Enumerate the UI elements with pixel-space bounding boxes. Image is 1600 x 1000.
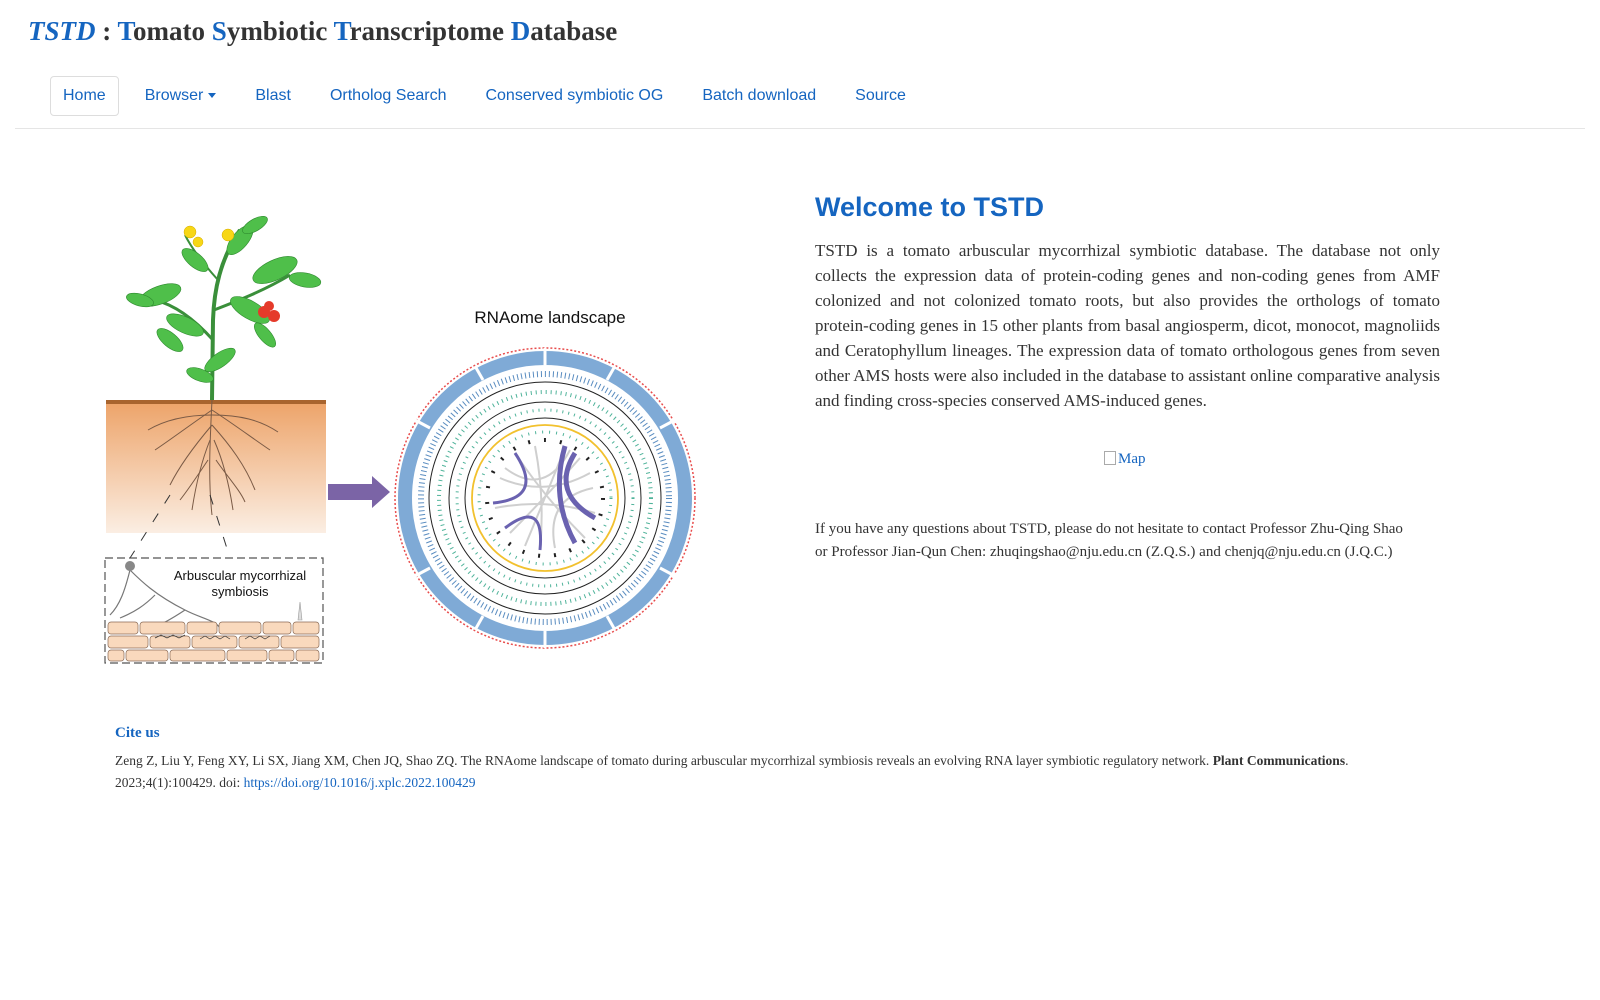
soil-block [106, 403, 326, 533]
rnaome-circos [394, 347, 696, 649]
welcome-heading: Welcome to TSTD [815, 192, 1045, 222]
nav-ortholog-search[interactable]: Ortholog Search [329, 87, 447, 104]
map-alt-text: Map [1118, 451, 1146, 467]
rnaome-figure: Arbuscular mycorrhizal symbiosis RNAome … [100, 200, 710, 680]
arbuscules [154, 634, 271, 640]
nav-browser-dropdown[interactable]: Browser [132, 76, 230, 116]
nav-conserved-symbiotic-og[interactable]: Conserved symbiotic OG [485, 87, 664, 104]
citation-details: . 2023;4(1):100429. doi: [115, 753, 1349, 790]
caret-down-icon [208, 93, 217, 99]
circos-ring-gaps [414, 348, 676, 648]
cite-heading: Cite us [115, 725, 160, 741]
root-system [147, 399, 279, 516]
nav-batch-download[interactable]: Batch download [702, 87, 817, 104]
am-label-line2: symbiosis [211, 584, 269, 599]
plant-flowers [183, 225, 235, 248]
title-word-database: atabase [530, 16, 618, 46]
purple-arrow [328, 476, 390, 508]
plant-stem [210, 228, 242, 401]
title-word-symbiotic: ymbiotic [226, 16, 334, 46]
site-brand: TSTD [28, 16, 96, 46]
root-cells [107, 621, 320, 662]
title-cap-tomato: T [117, 16, 134, 46]
broken-image-icon [1104, 451, 1116, 465]
plant-tomatoes [258, 301, 280, 322]
citation-journal: Plant Communications [1212, 753, 1346, 768]
nav-browser-label: Browser [144, 87, 204, 104]
circos-chords [492, 445, 597, 551]
nav-blast[interactable]: Blast [255, 87, 291, 104]
nav-home[interactable]: Home [50, 76, 119, 116]
navbar: Home Browser Blast Ortholog Search Conse… [15, 72, 1585, 129]
intro-paragraph: TSTD is a tomato arbuscular mycorrhizal … [815, 241, 1440, 410]
nav-source[interactable]: Source [855, 87, 906, 104]
title-separator: : [95, 16, 118, 46]
soil-surface [106, 400, 326, 404]
am-label-line1: Arbuscular mycorrhizal [174, 568, 306, 583]
contact-paragraph: If you have any questions about TSTD, pl… [815, 521, 1403, 560]
rnaome-figure-svg: Arbuscular mycorrhizal symbiosis RNAome … [104, 215, 696, 664]
nav-menu: Home Browser Blast Ortholog Search Conse… [50, 76, 932, 116]
title-cap-symbiotic: S [211, 16, 227, 46]
site-title: TSTD : Tomato Symbiotic Transcriptome Da… [28, 16, 617, 47]
title-word-tomato: omato [133, 16, 212, 46]
title-word-transcriptome: ranscriptome [349, 16, 511, 46]
rnaome-label: RNAome landscape [474, 308, 625, 327]
citation-doi-link[interactable]: https://doi.org/10.1016/j.xplc.2022.1004… [243, 775, 476, 790]
spore [125, 561, 135, 571]
title-cap-transcriptome: T [333, 16, 350, 46]
map-image-broken: Map [1104, 451, 1146, 468]
citation: Zeng Z, Liu Y, Feng XY, Li SX, Jiang XM,… [115, 750, 1445, 794]
citation-text: Zeng Z, Liu Y, Feng XY, Li SX, Jiang XM,… [115, 753, 1213, 768]
title-cap-database: D [510, 16, 531, 46]
plant-leaves [126, 215, 322, 383]
